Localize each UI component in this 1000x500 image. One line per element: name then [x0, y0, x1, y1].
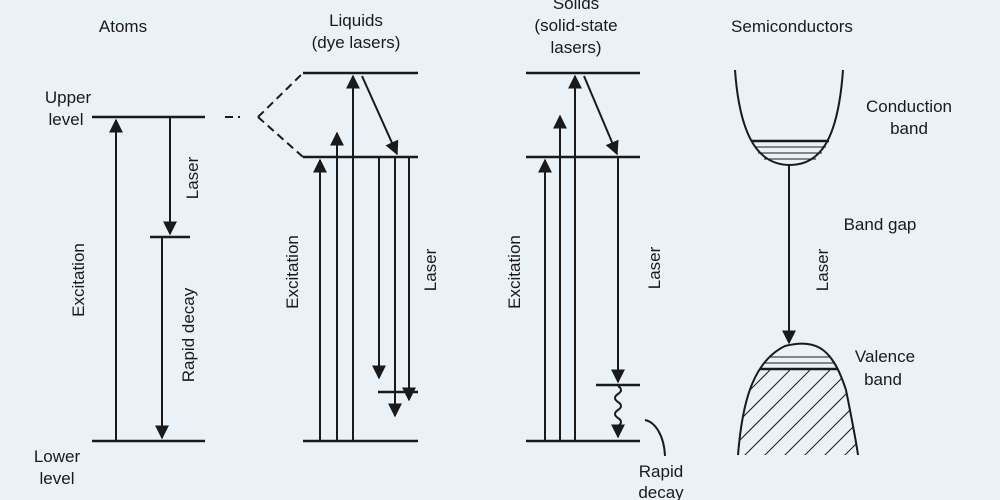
solids-rapid-decay-label-2: decay: [638, 483, 684, 500]
band-gap-label: Band gap: [844, 215, 917, 234]
liquids-panel: Liquids (dye lasers) Excitation Laser: [283, 11, 440, 443]
solids-rapid-decay-wavy-arrow: [611, 385, 625, 439]
solids-rapid-decay-pointer: [644, 419, 666, 457]
solids-rapid-decay-label: Rapid: [639, 462, 683, 481]
liquids-excitation-label: Excitation: [283, 235, 302, 309]
semiconductor-laser-label: Laser: [813, 248, 832, 291]
semiconductors-panel: Semiconductors Conducti: [731, 17, 952, 456]
solids-title: Solids: [553, 0, 599, 13]
conduction-band-label: Conduction: [866, 97, 952, 116]
liquids-laser-label: Laser: [421, 248, 440, 291]
liquids-title: Liquids: [329, 11, 383, 30]
level-connector-dashes: [225, 72, 304, 158]
conduction-band-curve: [734, 69, 844, 167]
semiconductors-title: Semiconductors: [731, 17, 853, 36]
atoms-rapid-decay-label: Rapid decay: [179, 287, 198, 382]
upper-level-label-2: level: [49, 110, 84, 129]
valence-band-curve: [737, 342, 859, 456]
liquids-relaxation-arrow: [361, 75, 399, 156]
solids-title-3: lasers): [550, 38, 601, 57]
upper-level-label: Upper: [45, 88, 92, 107]
valence-band-label: Valence: [855, 347, 915, 366]
atoms-laser-label: Laser: [183, 156, 202, 199]
conduction-band-label-2: band: [890, 119, 928, 138]
solids-laser-label: Laser: [645, 246, 664, 289]
liquids-title-2: (dye lasers): [312, 33, 401, 52]
atoms-excitation-label: Excitation: [69, 243, 88, 317]
solids-relaxation-arrow: [583, 75, 619, 156]
lower-level-label: Lower: [34, 447, 81, 466]
solids-panel: Solids (solid-state lasers) Excitation L…: [505, 0, 684, 500]
atoms-panel: Atoms Upper level Lower level Excitation…: [34, 17, 205, 488]
valence-band-label-2: band: [864, 370, 902, 389]
solids-title-2: (solid-state: [534, 16, 617, 35]
solids-excitation-label: Excitation: [505, 235, 524, 309]
lower-level-label-2: level: [40, 469, 75, 488]
atoms-title: Atoms: [99, 17, 147, 36]
